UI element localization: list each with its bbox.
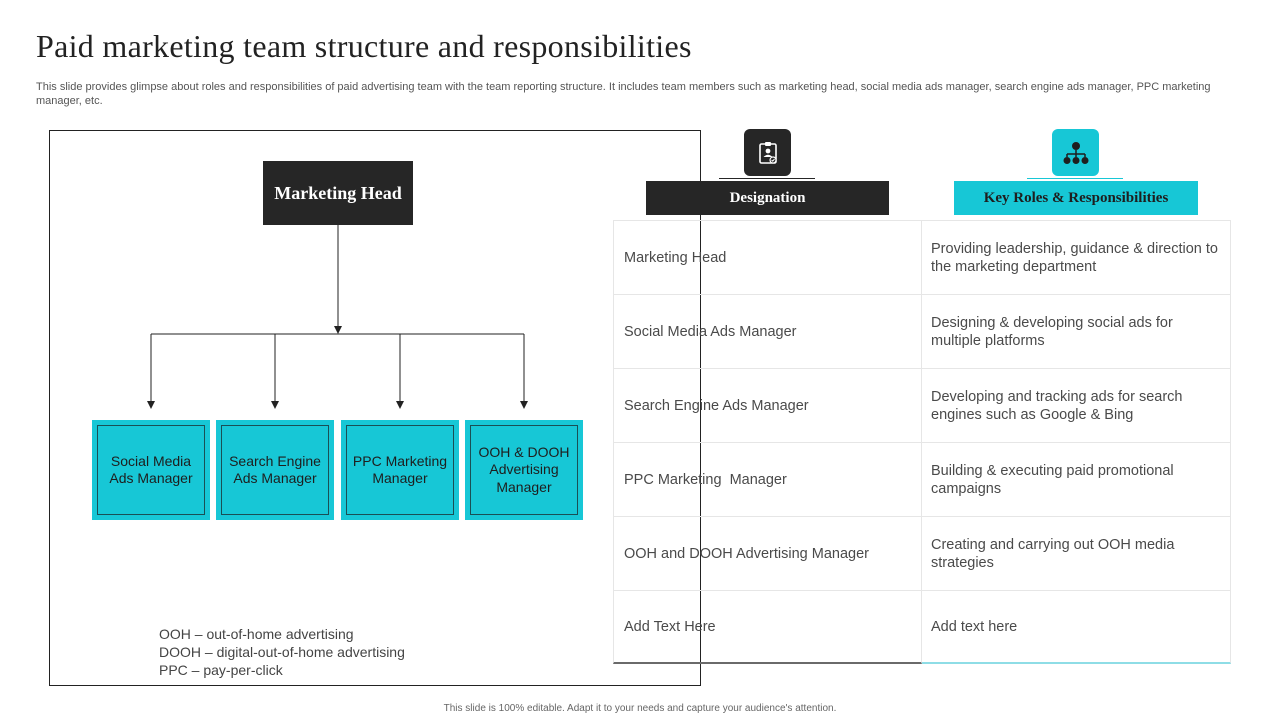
abbreviation-item: PPC – pay-per-click [159,662,283,678]
slide-footer: This slide is 100% editable. Adapt it to… [443,703,837,714]
table-row: OOH and DOOH Advertising Manager Creatin… [613,516,1231,590]
designation-cell: Add Text Here [613,591,922,664]
designation-cell: PPC Marketing Manager [613,443,922,516]
marketing-head-node: Marketing Head [263,161,413,225]
member-node-ooh-dooh: OOH & DOOH Advertising Manager [465,420,583,520]
member-node-label: Social Media Ads Manager [97,425,205,515]
role-cell: Developing and tracking ads for search e… [922,369,1231,442]
abbreviation-item: DOOH – digital-out-of-home advertising [159,644,405,660]
role-cell: Add text here [922,591,1231,664]
network-icon [1052,129,1099,176]
role-cell: Creating and carrying out OOH media stra… [922,517,1231,590]
table-row: Add Text Here Add text here [613,590,1231,664]
member-node-ppc: PPC Marketing Manager [341,420,459,520]
designation-cell: Social Media Ads Manager [613,295,922,368]
table-row: Search Engine Ads Manager Developing and… [613,368,1231,442]
designation-header: Designation [646,181,889,215]
role-cell: Providing leadership, guidance & directi… [922,221,1231,294]
member-node-label: Search Engine Ads Manager [221,425,329,515]
id-badge-icon [744,129,791,176]
table-row: Marketing Head Providing leadership, gui… [613,220,1231,294]
designation-cell: Marketing Head [613,221,922,294]
role-cell: Designing & developing social ads for mu… [922,295,1231,368]
slide-title: Paid marketing team structure and respon… [36,28,692,64]
header-divider [719,178,815,179]
abbreviation-item: OOH – out-of-home advertising [159,626,354,642]
header-divider [1027,178,1123,179]
roles-header: Key Roles & Responsibilities [954,181,1198,215]
member-node-label: OOH & DOOH Advertising Manager [470,425,578,515]
abbreviations-legend: OOH – out-of-home advertising DOOH – dig… [159,625,405,679]
role-cell: Building & executing paid promotional ca… [922,443,1231,516]
designation-cell: Search Engine Ads Manager [613,369,922,442]
table-row: PPC Marketing Manager Building & executi… [613,442,1231,516]
slide-subtitle: This slide provides glimpse about roles … [36,81,1211,107]
member-node-social-media: Social Media Ads Manager [92,420,210,520]
table-row: Social Media Ads Manager Designing & dev… [613,294,1231,368]
org-chart-frame [49,130,701,686]
responsibilities-table: Marketing Head Providing leadership, gui… [613,220,1231,664]
designation-cell: OOH and DOOH Advertising Manager [613,517,922,590]
member-node-label: PPC Marketing Manager [346,425,454,515]
member-node-search-engine: Search Engine Ads Manager [216,420,334,520]
